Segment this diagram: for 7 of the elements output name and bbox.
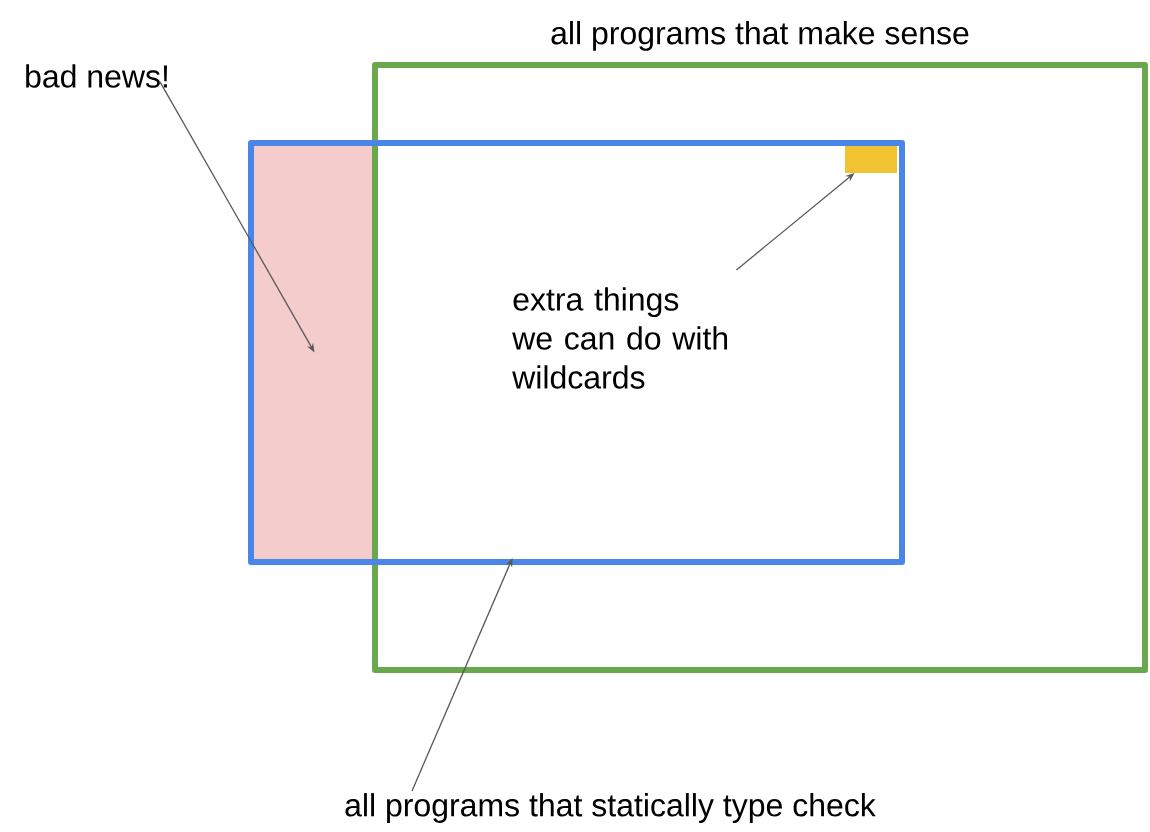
note-text: extra things we can do with wildcards [512,287,728,389]
node-label: all programs that make sense [551,20,969,51]
note-text: bad news! [26,64,167,88]
small-region [845,146,897,173]
shaded-region [254,146,375,559]
region-box [248,140,905,565]
caption-text: all programs that statically type check [345,793,876,823]
